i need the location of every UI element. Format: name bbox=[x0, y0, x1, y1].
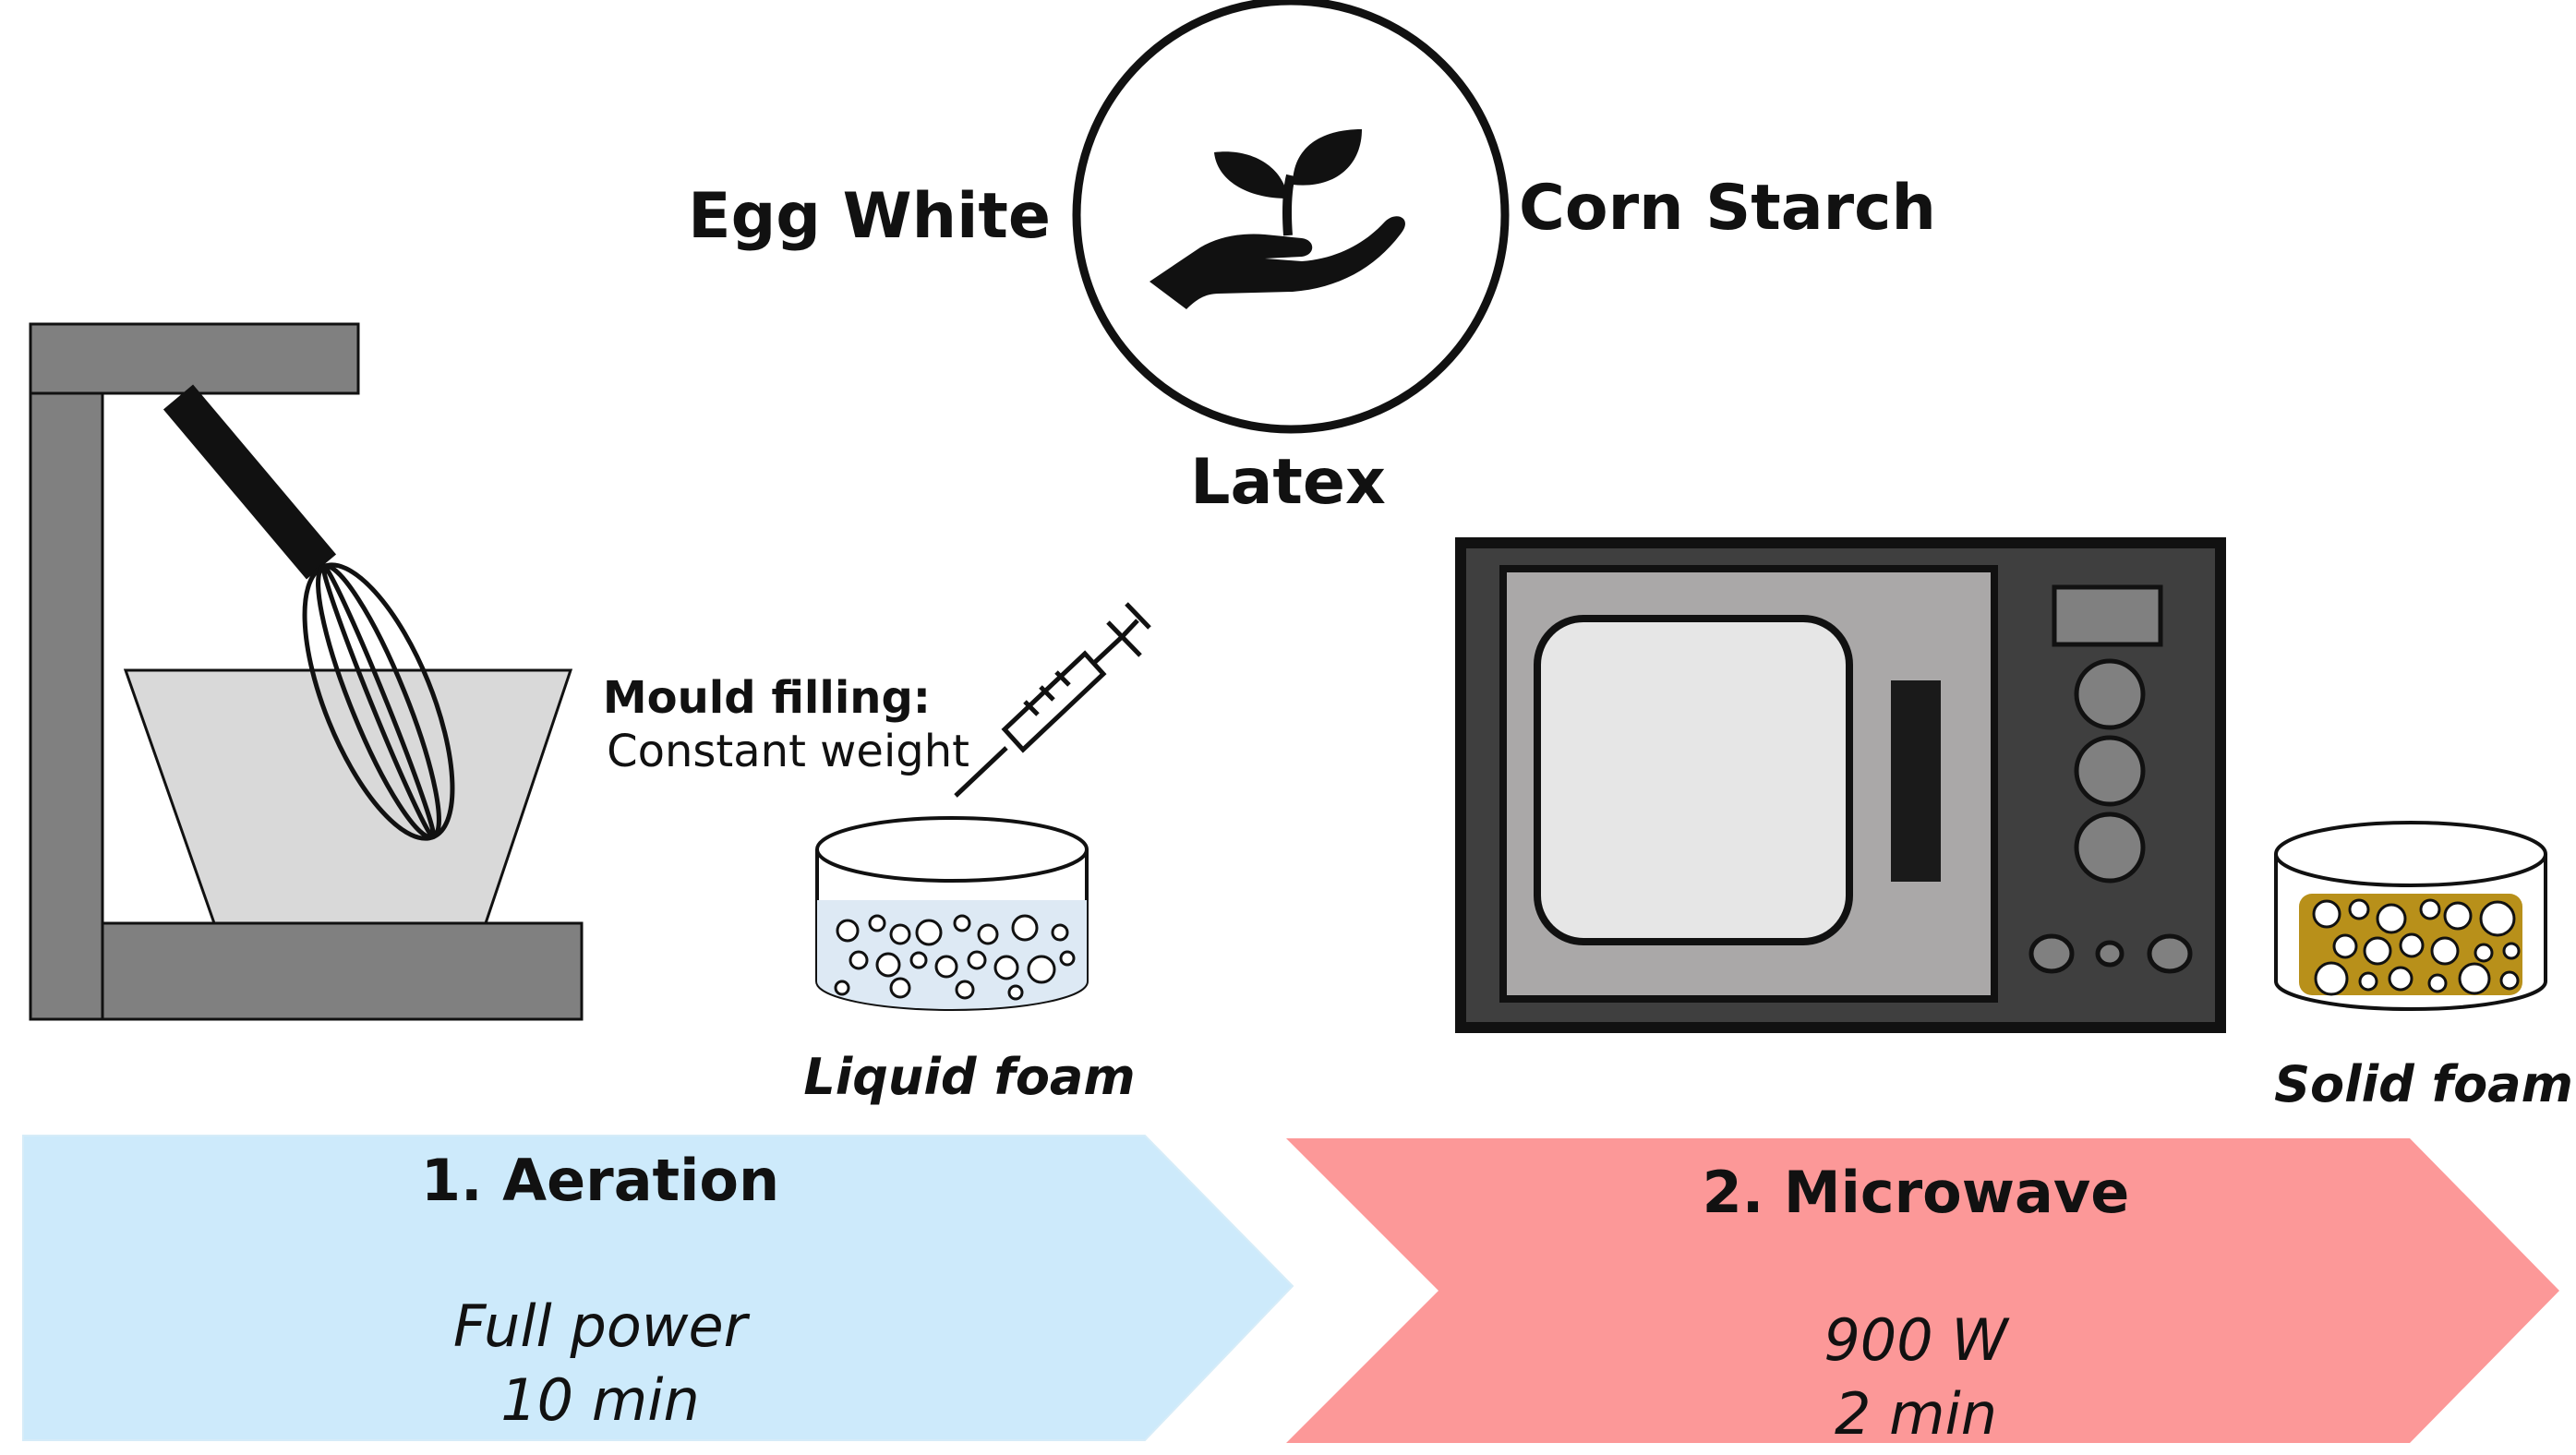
mould-filling-subtitle: Constant weight bbox=[607, 726, 969, 777]
mixing-bowl bbox=[123, 668, 573, 925]
liquid-foam-dish: Liquid foam bbox=[803, 816, 1136, 1106]
step-aeration: 1. Aeration Full power 10 min bbox=[22, 1135, 1294, 1441]
syringe-icon bbox=[954, 602, 1151, 798]
ingredient-latex: Latex bbox=[1190, 446, 1386, 519]
solid-foam-dish: Solid foam bbox=[2274, 821, 2573, 1113]
microwave-window bbox=[1534, 615, 1853, 945]
liquid-foam-label: Liquid foam bbox=[803, 1048, 1135, 1106]
solid-foam-bubbles bbox=[2312, 898, 2521, 996]
ingredient-corn-starch: Corn Starch bbox=[1519, 172, 1936, 245]
microwave-handle bbox=[1891, 680, 1941, 882]
step-line2-aeration: 10 min bbox=[500, 1366, 700, 1434]
step-line1-microwave: 900 W bbox=[1824, 1306, 2010, 1374]
mould-filling-title: Mould filling: bbox=[603, 672, 931, 724]
step-title-microwave: 2. Microwave bbox=[1703, 1159, 2130, 1226]
mould-filling: Mould filling: Constant weight bbox=[603, 602, 1151, 798]
whisk-icon bbox=[302, 562, 455, 841]
stand-mixer bbox=[29, 322, 584, 1021]
step-line2-microwave: 2 min bbox=[1835, 1380, 1997, 1448]
ingredient-egg-white: Egg White bbox=[688, 180, 1051, 253]
mixer-base bbox=[101, 921, 584, 1021]
plant-in-hand-icon bbox=[1150, 129, 1405, 309]
step-line1-aeration: Full power bbox=[453, 1293, 751, 1360]
ingredients-group: Egg White Corn Starch Latex bbox=[688, 0, 1936, 519]
foam-bubbles bbox=[834, 914, 1076, 1001]
mixer-column bbox=[29, 391, 104, 1021]
microwave-knobs bbox=[2028, 658, 2193, 974]
microwave-display bbox=[2052, 584, 2163, 647]
solid-foam-label: Solid foam bbox=[2274, 1055, 2573, 1113]
step-arrow-microwave bbox=[1286, 1138, 2559, 1443]
step-microwave: 2. Microwave 900 W 2 min bbox=[1286, 1138, 2559, 1448]
step-arrow-aeration bbox=[22, 1135, 1294, 1441]
microwave-oven bbox=[1455, 537, 2226, 1033]
whisk-handle bbox=[163, 384, 337, 580]
step-title-aeration: 1. Aeration bbox=[421, 1147, 779, 1214]
mixer-top-arm bbox=[29, 322, 360, 395]
